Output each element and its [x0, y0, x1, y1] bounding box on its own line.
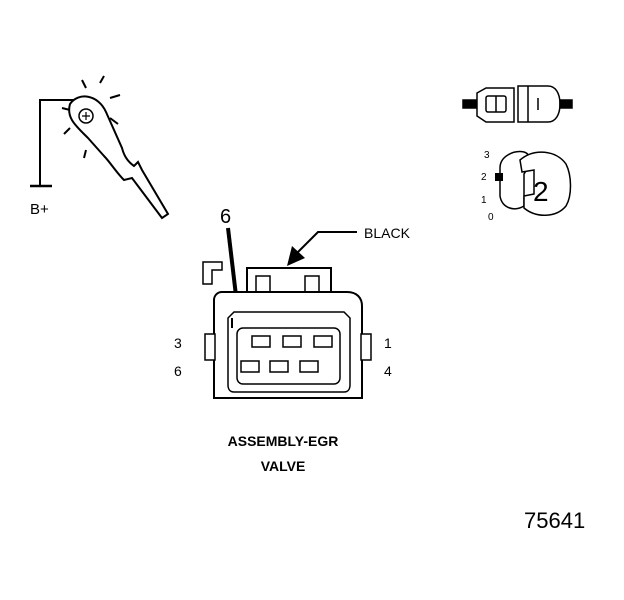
terminal-2: [282, 335, 302, 348]
selector-scale-3: 3: [484, 150, 490, 161]
selector-scale-0: 0: [488, 212, 494, 223]
battery-label: B+: [30, 201, 49, 218]
pin-label-right-bottom: 4: [384, 363, 392, 379]
assembly-caption-line2: VALVE: [261, 458, 306, 474]
color-leader-arrow: [287, 231, 357, 266]
test-light-probe-icon: [61, 75, 170, 220]
selector-scale-2: 2: [481, 172, 487, 183]
terminal-4: [299, 360, 319, 373]
selector-scale-1: 1: [481, 195, 487, 206]
terminal-5: [269, 360, 289, 373]
egr-connector: [202, 261, 372, 399]
selector-knob-icon: [495, 150, 572, 216]
figure-number: 75641: [524, 508, 585, 533]
terminal-1: [313, 335, 333, 348]
pin-label-left-top: 3: [174, 335, 182, 351]
pin-pointer-label: 6: [220, 206, 231, 228]
assembly-caption-line1: ASSEMBLY-EGR: [228, 433, 339, 449]
selector-value: 2: [533, 176, 549, 207]
connector-color-label: BLACK: [364, 225, 411, 241]
terminal-6: [240, 360, 260, 373]
terminal-3: [251, 335, 271, 348]
pin-label-left-bottom: 6: [174, 363, 182, 379]
pin-label-right-top: 1: [384, 335, 392, 351]
ground-wire-icon: [30, 99, 84, 188]
connector-plug-icon: [462, 85, 573, 123]
